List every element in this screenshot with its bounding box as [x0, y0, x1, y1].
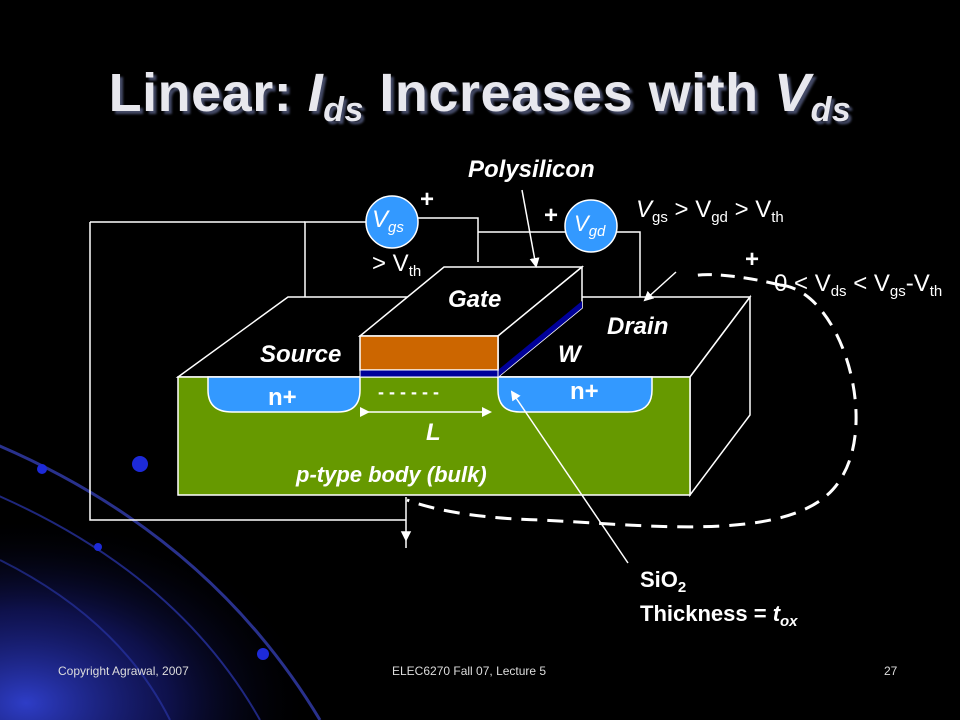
vgd-source — [564, 199, 618, 253]
n-plus-drain-region — [497, 376, 653, 413]
polysilicon-label: Polysilicon — [468, 156, 595, 183]
source-label: Source — [260, 341, 342, 368]
vds-dashed-loop — [406, 283, 858, 529]
condition-vgs-vgd: Vgs > Vgd > Vth — [636, 196, 784, 226]
c2-start: 0 < V — [774, 270, 831, 297]
c1-mid: > V — [667, 196, 712, 223]
vgs-threshold-condition: > Vth — [372, 250, 421, 280]
c2-s2: gs — [889, 283, 906, 300]
title-current-symbol: I — [307, 63, 324, 123]
gate-label: Gate — [448, 286, 502, 313]
gate-oxide — [359, 369, 499, 378]
thickness-label: Thickness = tox — [640, 601, 798, 630]
sio2-subscript: 2 — [677, 579, 687, 596]
width-label: W — [558, 341, 581, 368]
c1-s3: th — [771, 209, 784, 226]
thickness-text: Thickness = — [640, 601, 773, 626]
vgs-threshold-text: > V — [372, 250, 409, 277]
body-label: p-type body (bulk) — [296, 462, 487, 487]
footer-copyright: Copyright Agrawal, 2007 — [58, 664, 189, 678]
c1-s1: gs — [652, 209, 668, 226]
vgs-threshold-subscript: th — [408, 263, 422, 280]
title-middle: Increases with — [363, 63, 775, 123]
n-plus-drain-label: n+ — [570, 378, 599, 405]
condition-vds: 0 < Vds < Vgs-Vth — [774, 270, 942, 300]
c2-end: -V — [905, 270, 930, 297]
vgs-source-label: Vgs — [372, 206, 404, 236]
title-voltage-subscript: ds — [810, 91, 852, 129]
c1-v1: V — [636, 196, 653, 223]
vgs-source — [365, 195, 419, 249]
page-title: Linear: Ids Increases with Vds — [0, 62, 960, 130]
thickness-subscript: ox — [780, 613, 798, 630]
n-plus-source-label: n+ — [268, 384, 297, 411]
channel-charge-label: - - - - - - — [378, 382, 439, 402]
c2-s3: th — [929, 283, 943, 300]
vgd-plus-sign: + — [544, 202, 559, 229]
c2-s1: ds — [830, 283, 847, 300]
vgd-subscript: gd — [588, 223, 606, 240]
vgs-plus-sign: + — [420, 186, 435, 213]
footer-course: ELEC6270 Fall 07, Lecture 5 — [392, 664, 547, 678]
c2-mid: < V — [846, 270, 890, 297]
vds-plus-sign: + — [745, 246, 760, 273]
n-plus-source-region — [207, 376, 361, 413]
thickness-symbol: t — [772, 601, 781, 626]
drain-label: Drain — [607, 313, 669, 340]
mosfet-device — [175, 265, 752, 498]
gate-polysilicon — [359, 335, 499, 371]
c1-s2: gd — [711, 209, 728, 226]
vgd-source-label: Vgd — [574, 211, 605, 240]
pointer-arrows — [510, 189, 677, 564]
vgs-subscript: gs — [388, 219, 404, 236]
footer-page-number: 27 — [884, 664, 898, 678]
sio2-text: SiO — [640, 567, 678, 592]
vgs-symbol: V — [372, 206, 389, 233]
vgd-symbol: V — [574, 211, 589, 236]
title-prefix: Linear: — [108, 63, 308, 123]
sio2-label: SiO2 — [640, 567, 686, 596]
c1-end: > V — [727, 196, 772, 223]
length-label: L — [426, 419, 441, 446]
title-current-subscript: ds — [323, 91, 364, 129]
title-voltage-symbol: V — [774, 63, 811, 123]
